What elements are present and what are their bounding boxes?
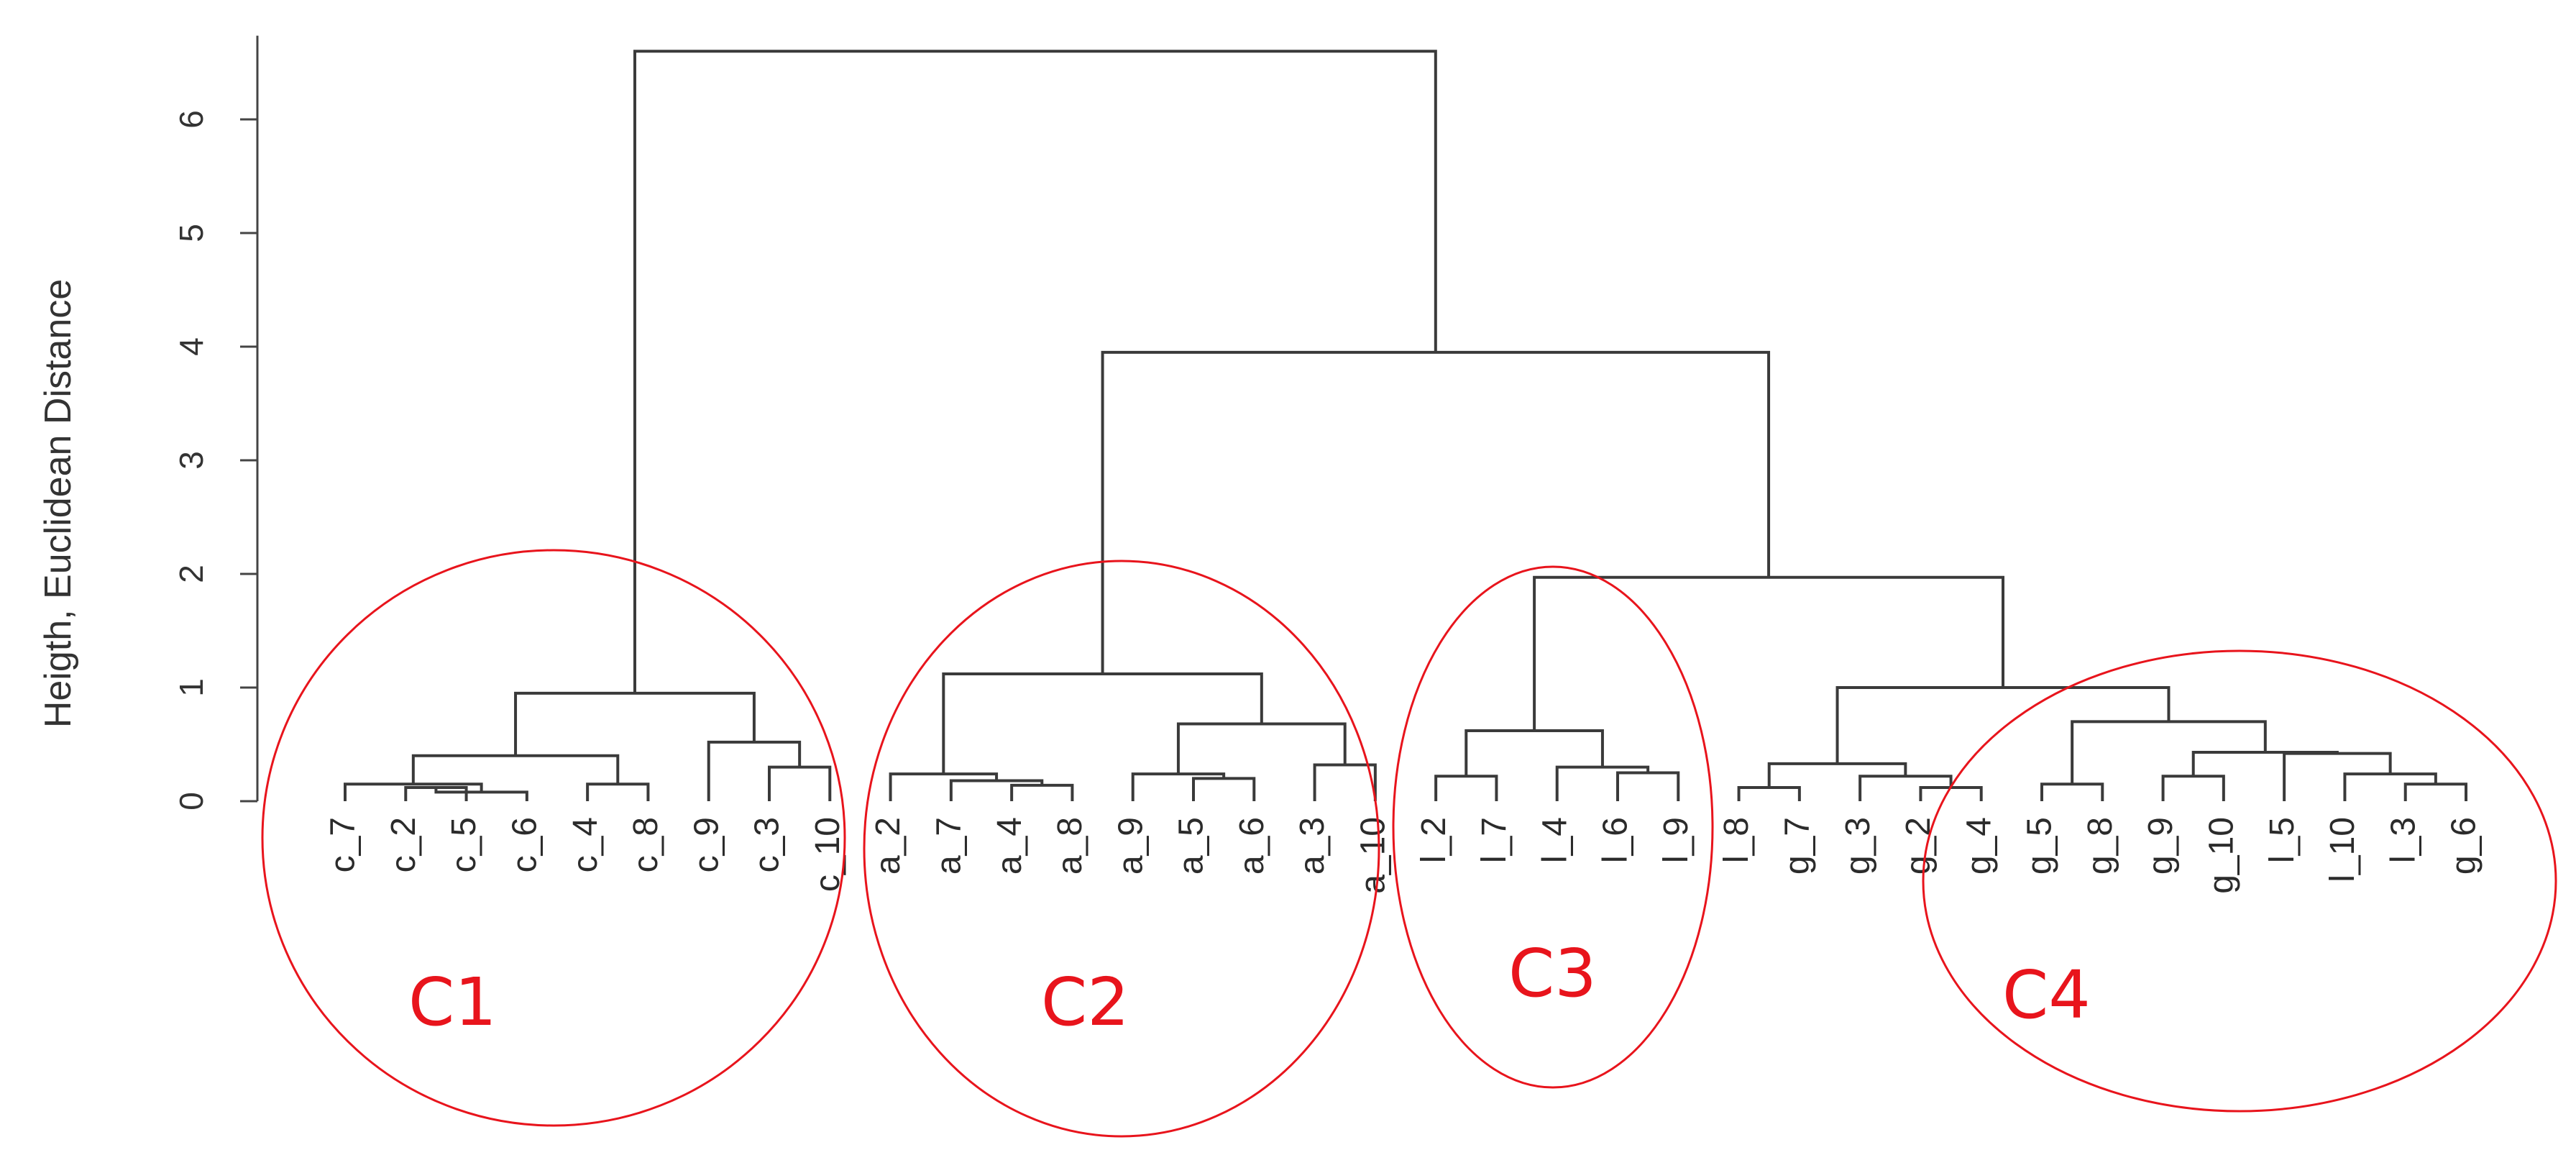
leaf-label-a-7: a_7 (930, 817, 968, 875)
link-m29 (2283, 752, 2392, 801)
leaf-label-a-5: a_5 (1173, 817, 1211, 875)
leaf-label-c-5: c_5 (445, 817, 483, 872)
leaf-label-l-5: l_5 (2263, 817, 2301, 863)
y-tick-label-6: 6 (173, 110, 210, 129)
link-m34 (1101, 350, 1771, 675)
cluster-label-c4: C4 (2002, 957, 2091, 1033)
leaf-label-g-3: g_3 (1839, 817, 1877, 875)
y-tick-label-4: 4 (173, 337, 210, 356)
leaf-label-a-3: a_3 (1293, 817, 1331, 875)
cluster-label-c2: C2 (1041, 964, 1129, 1041)
link-m15 (1176, 722, 1347, 775)
leaf-label-a-4: a_4 (991, 817, 1029, 875)
link-m7 (707, 740, 802, 801)
link-m27 (2403, 782, 2467, 801)
leaf-label-a-10: a_10 (1355, 817, 1393, 894)
cluster-ellipse-c4 (1922, 649, 2557, 1113)
y-axis: 0 1 2 3 4 5 6 (173, 35, 259, 811)
leaf-label-g-6: g_6 (2445, 817, 2483, 875)
leaf-label-l-9: l_9 (1657, 817, 1695, 863)
link-m22 (1919, 786, 1983, 801)
link-m26 (2161, 775, 2225, 801)
link-m12 (1192, 777, 1256, 801)
leaf-label-c-9: c_9 (687, 817, 725, 872)
link-m20 (1465, 729, 1604, 777)
link-m10 (949, 779, 1044, 801)
leaf-label-l-10: l_10 (2324, 817, 2362, 882)
leaf-label-a-6: a_6 (1233, 817, 1271, 875)
cluster-label-c3: C3 (1508, 935, 1597, 1012)
leaf-label-a-8: a_8 (1051, 817, 1089, 875)
link-m33 (1533, 575, 2004, 731)
link-m21 (1737, 786, 1801, 801)
link-m5 (411, 754, 620, 785)
leaf-label-g-7: g_7 (1779, 817, 1817, 875)
leaf-label-g-8: g_8 (2081, 817, 2119, 875)
cluster-ellipse-c1 (261, 549, 846, 1127)
cluster-ellipse-c2 (863, 560, 1380, 1138)
y-tick-label-3: 3 (173, 451, 210, 470)
link-m25 (2040, 782, 2104, 801)
cluster-ellipse-c3 (1392, 565, 1714, 1089)
link-m30 (2191, 751, 2339, 777)
leaf-label-l-2: l_2 (1415, 817, 1453, 863)
y-tick-label-5: 5 (173, 224, 210, 242)
cluster-annotations: C1 C2 C3 C4 (261, 549, 2557, 1138)
link-m8 (514, 691, 756, 756)
leaf-label-c-4: c_4 (567, 817, 605, 872)
leaf-label-l-7: l_7 (1475, 817, 1513, 863)
leaf-label-g-9: g_9 (2142, 817, 2180, 875)
leaf-label-l-8: l_8 (1718, 817, 1756, 863)
y-axis-label: Heigth, Euclidean Distance (37, 279, 79, 728)
link-m14 (1313, 763, 1377, 801)
link-m18 (1616, 771, 1680, 801)
leaf-label-a-9: a_9 (1111, 817, 1150, 875)
leaf-label-c-7: c_7 (324, 817, 362, 872)
link-m4 (586, 782, 650, 801)
leaf-label-g-4: g_4 (1960, 817, 1998, 875)
link-m17 (1434, 775, 1498, 801)
cluster-label-c1: C1 (408, 964, 497, 1041)
leaf-label-a-2: a_2 (869, 817, 907, 875)
link-m11 (889, 772, 999, 801)
y-tick-label-1: 1 (173, 678, 210, 697)
link-m35 (633, 50, 1437, 693)
y-tick-label-0: 0 (173, 792, 210, 811)
leaf-label-g-5: g_5 (2021, 817, 2059, 875)
leaf-label-c-10: c_10 (809, 817, 847, 892)
leaf-label-c-6: c_6 (506, 817, 544, 872)
link-m6 (768, 765, 832, 801)
leaf-label-c-8: c_8 (627, 817, 665, 872)
dendrogram-links (344, 50, 2467, 801)
leaf-label-l-3: l_3 (2384, 817, 2422, 863)
leaf-label-c-2: c_2 (385, 817, 423, 872)
y-tick-label-2: 2 (173, 565, 210, 583)
leaf-label-l-4: l_4 (1536, 817, 1574, 863)
leaf-label-g-10: g_10 (2203, 817, 2241, 894)
link-m28 (2343, 772, 2437, 801)
leaf-label-c-3: c_3 (748, 817, 787, 872)
leaf-labels: c_7 c_2 c_5 c_6 c_4 c_8 c_9 c_3 c_10 a_2 a_7 a_4 a_8… (324, 817, 2483, 894)
link-m9 (1010, 783, 1074, 801)
link-m32 (1835, 686, 2171, 764)
leaf-label-l-6: l_6 (1597, 817, 1635, 863)
